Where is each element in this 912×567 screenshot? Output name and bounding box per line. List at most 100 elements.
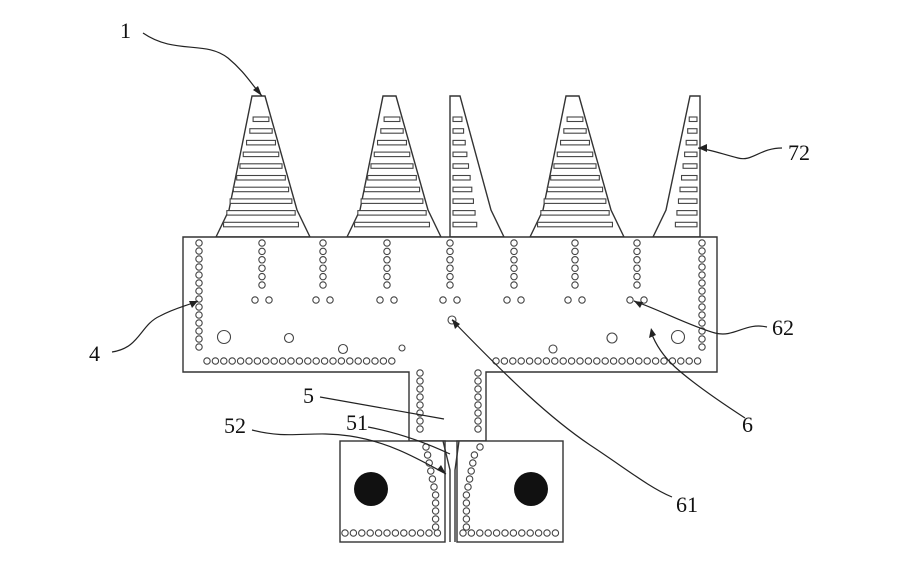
via-hole <box>425 529 433 537</box>
via-hole <box>446 239 454 247</box>
slot <box>452 198 474 204</box>
via-hole <box>584 357 593 365</box>
via-hole <box>651 357 660 365</box>
via-hole <box>492 529 501 537</box>
slot <box>236 174 286 181</box>
slot <box>360 198 424 204</box>
via-hole <box>262 357 270 365</box>
via-holes <box>195 239 706 537</box>
via-hole <box>346 357 354 365</box>
via-hole <box>474 393 482 401</box>
via-hole <box>677 357 685 365</box>
slot <box>367 174 417 181</box>
slot <box>383 116 401 123</box>
via-hole <box>258 247 266 256</box>
via-hole <box>510 264 518 272</box>
via-hole <box>633 264 641 272</box>
via-hole <box>548 344 558 354</box>
via-hole <box>446 264 454 272</box>
via-hole <box>474 425 482 433</box>
via-hole <box>593 357 601 365</box>
via-hole <box>258 256 266 264</box>
via-hole <box>337 357 346 365</box>
via-hole <box>698 343 706 351</box>
slot <box>679 186 698 193</box>
via-hole <box>462 515 471 523</box>
arrowhead-61 <box>452 319 460 329</box>
via-hole <box>467 529 476 537</box>
via-hole <box>329 357 337 365</box>
via-hole <box>416 425 424 433</box>
via-hole <box>551 529 560 537</box>
via-hole <box>319 272 327 281</box>
via-hole <box>195 319 203 327</box>
via-hole <box>416 393 424 401</box>
via-hole <box>633 281 641 289</box>
via-hole <box>427 467 435 475</box>
slot <box>452 128 465 134</box>
via-hole <box>601 357 609 365</box>
via-hole <box>319 264 327 272</box>
leader-72 <box>697 147 783 160</box>
via-hole <box>484 529 492 537</box>
via-hole <box>698 311 706 319</box>
via-hole <box>571 264 579 272</box>
slot <box>546 186 604 193</box>
mounting-hole-left <box>354 472 388 506</box>
via-hole <box>390 296 398 304</box>
via-hole <box>698 279 706 287</box>
via-hole <box>633 256 641 264</box>
via-hole <box>571 247 579 256</box>
via-hole <box>253 357 262 365</box>
slot <box>222 221 300 228</box>
slot <box>682 163 698 169</box>
via-hole <box>446 256 454 264</box>
via-hole <box>626 296 634 304</box>
via-hole <box>312 296 320 304</box>
via-hole <box>510 247 518 256</box>
via-hole <box>542 357 551 365</box>
feed-line <box>442 440 460 542</box>
slot <box>550 174 600 181</box>
leader-52 <box>251 429 447 475</box>
via-hole <box>470 451 479 459</box>
via-hole <box>228 357 236 365</box>
via-hole <box>379 357 388 365</box>
via-hole <box>453 296 461 304</box>
via-hole <box>464 483 472 491</box>
via-hole <box>319 239 327 247</box>
label-1: 1 <box>120 18 131 43</box>
arrowhead-6 <box>649 328 656 338</box>
label-61: 61 <box>676 492 698 517</box>
via-hole <box>640 296 648 304</box>
via-hole <box>400 529 408 537</box>
via-hole <box>670 329 686 345</box>
slot <box>249 128 273 134</box>
leader-62 <box>633 300 768 335</box>
via-hole <box>474 385 482 393</box>
via-hole <box>428 475 437 483</box>
via-hole <box>510 256 518 264</box>
via-hole <box>416 401 424 409</box>
label-6: 6 <box>742 412 753 437</box>
slot <box>677 198 698 204</box>
via-hole <box>358 529 366 537</box>
via-hole <box>341 529 349 537</box>
slot <box>239 163 283 169</box>
label-4: 4 <box>89 341 100 366</box>
via-hole <box>304 357 312 365</box>
via-hole <box>517 296 525 304</box>
via-hole <box>195 279 203 287</box>
slot <box>353 221 431 228</box>
slot <box>380 128 404 134</box>
slot <box>452 186 473 193</box>
slot <box>452 151 468 158</box>
slot <box>685 139 698 146</box>
via-hole <box>383 239 391 247</box>
via-hole <box>211 357 220 365</box>
via-hole <box>503 296 511 304</box>
via-hole <box>474 409 482 417</box>
via-hole <box>698 247 706 255</box>
via-hole <box>195 271 203 279</box>
